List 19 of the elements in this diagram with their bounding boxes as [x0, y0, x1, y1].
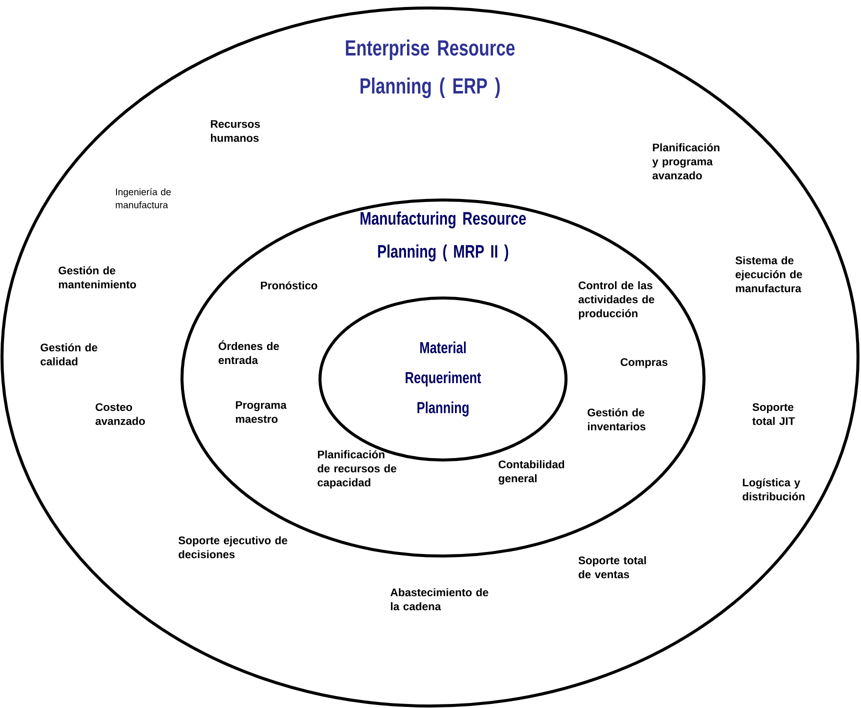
label: Planificación y programa avanzado: [652, 143, 720, 180]
label: Gestión de inventarios: [588, 408, 646, 430]
label: Soporte total de ventas: [578, 556, 646, 578]
label: Pronóstico: [260, 281, 318, 290]
label: Gestión de mantenimiento: [58, 266, 136, 288]
label: Recursos humanos: [210, 120, 260, 142]
label: Sistema de ejecución de manufactura: [736, 256, 802, 292]
label: Control de las actividades de producción: [578, 281, 654, 320]
label: Programa maestro: [236, 401, 287, 423]
label: Logística y distribución: [742, 478, 804, 500]
label: Compras: [620, 358, 668, 368]
label: Costeo avanzado: [96, 403, 145, 425]
label: Soporte total JIT: [752, 403, 795, 425]
label: Planificación de recursos de capacidad: [318, 450, 396, 489]
label: Ingeniería de manufactura: [116, 188, 171, 208]
label: Órdenes de entrada: [218, 340, 279, 364]
label: Soporte ejecutivo de decisiones: [178, 536, 288, 558]
label: Abastecimiento de la cadena: [390, 588, 488, 610]
label: Gestión de calidad: [40, 343, 98, 366]
